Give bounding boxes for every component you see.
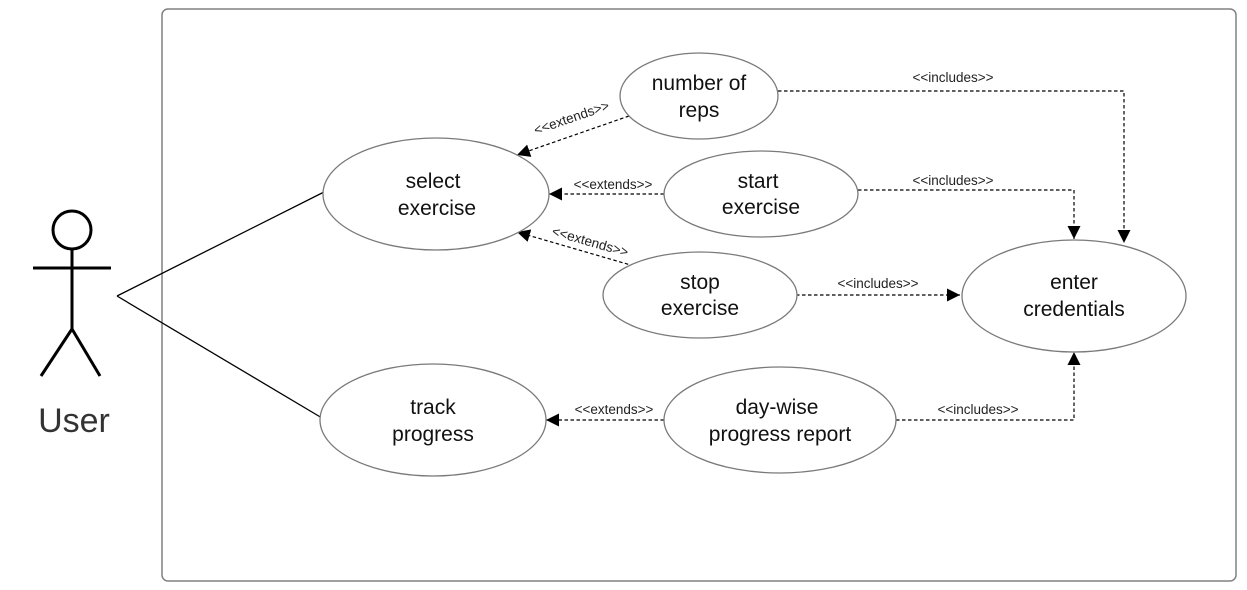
label-report-extends: <<extends>> [575, 402, 654, 417]
use-case-enter-credentials[interactable]: enter credentials [961, 239, 1187, 353]
includes-report-to-credentials [896, 352, 1081, 421]
label-start-extends: <<extends>> [574, 177, 653, 192]
use-case-select-exercise[interactable]: select exercise [322, 137, 550, 251]
use-case-label-line-2: credentials [1023, 298, 1125, 321]
use-case-label-line-2: exercise [398, 197, 476, 220]
extends-stop-to-select [516, 229, 635, 267]
use-case-track-progress[interactable]: track progress [319, 363, 547, 477]
includes-reps-to-credentials [778, 90, 1131, 243]
includes-start-to-credentials [858, 189, 1081, 239]
use-case-label-line-1: number of [652, 72, 747, 95]
label-reps-includes: <<includes>> [912, 70, 993, 85]
label-start-includes: <<includes>> [912, 173, 993, 188]
use-case-label-line-1: stop [680, 271, 720, 294]
use-case-label-line-1: start [738, 170, 779, 193]
association-track-progress [116, 295, 323, 419]
use-case-label-line-1: track [410, 396, 456, 419]
use-case-day-wise-progress-report[interactable]: day-wise progress report [663, 366, 897, 474]
use-case-label-line-2: exercise [661, 297, 739, 320]
use-case-label-line-1: enter [1050, 271, 1098, 294]
stick-figure-icon [33, 209, 111, 377]
use-case-stop-exercise[interactable]: stop exercise [602, 251, 798, 339]
use-case-number-of-reps[interactable]: number of reps [619, 52, 779, 140]
actor-user[interactable]: User [33, 209, 111, 440]
use-case-label-line-2: progress report [709, 423, 852, 446]
extends-reps-to-select [516, 115, 630, 157]
association-select-exercise [116, 191, 325, 297]
label-stop-includes: <<includes>> [837, 276, 918, 291]
use-case-label-line-2: progress [392, 423, 474, 446]
use-case-start-exercise[interactable]: start exercise [663, 150, 859, 238]
label-report-includes: <<includes>> [937, 402, 1018, 417]
use-case-label-line-1: day-wise [736, 396, 819, 419]
actor-label: User [38, 402, 110, 440]
use-case-label-line-1: select [406, 170, 461, 193]
use-case-label-line-2: exercise [722, 196, 800, 219]
use-case-label-line-2: reps [679, 99, 720, 122]
